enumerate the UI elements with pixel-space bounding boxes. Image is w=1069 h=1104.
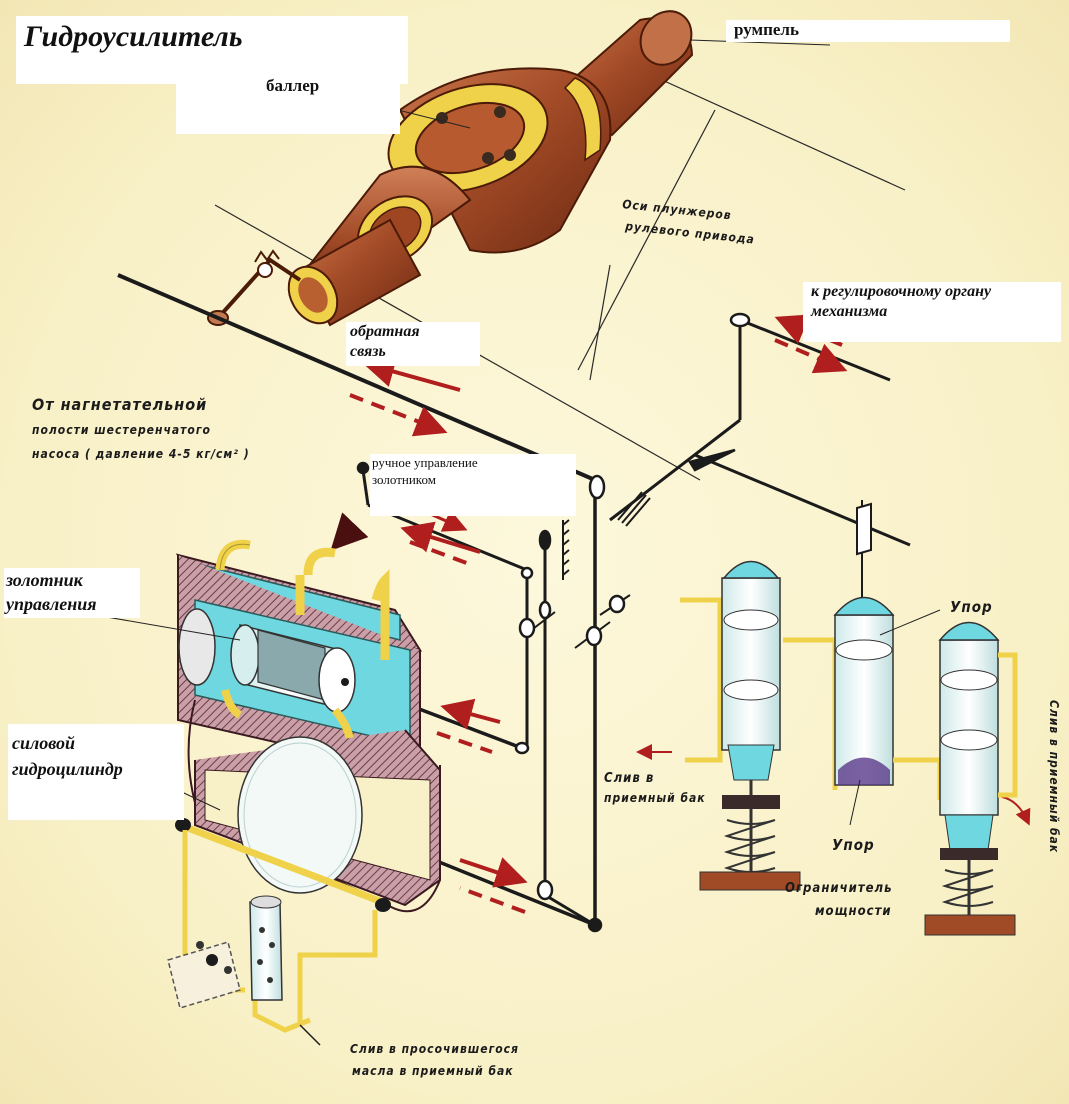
power-limiter-line2: мощности [815, 904, 892, 919]
power-cylinder-label-box: силовой гидроцилиндр [8, 724, 184, 820]
linkage-joints [356, 312, 751, 933]
power-limiter-line1: Ограничитель [785, 881, 893, 896]
pressure-source-line1: От нагнетательной [32, 395, 207, 414]
feedback-label-line2: связь [350, 343, 386, 360]
rudder-stock-label-box: баллер [176, 76, 400, 134]
pressure-arrow [330, 512, 369, 551]
manual-control-label-box: ручное управление золотником [370, 454, 576, 516]
regulator-label-box: к регулировочному органу механизма [803, 282, 1061, 342]
drain-bottom-line1: Слив в просочившегося [350, 1042, 519, 1056]
stop-top-label: Упор [950, 598, 993, 616]
manual-control-line1: ручное управление [372, 455, 478, 470]
power-limiter [680, 560, 1018, 936]
power-cylinder [175, 699, 441, 913]
fixed-supports [562, 491, 872, 580]
spool-label-box: золотник управления [4, 568, 140, 618]
tiller-label-box: румпель [726, 20, 1010, 42]
spool-label-line1: золотник [6, 570, 83, 590]
power-cylinder-line1: силовой [12, 733, 76, 753]
regulator-label-line1: к регулировочному органу [811, 283, 992, 300]
drain-right-label: Слив в приемный бак [1047, 700, 1061, 853]
spool-label-line2: управления [6, 594, 97, 614]
axes-label-line2: рулевого привода [624, 219, 756, 247]
manual-control-line2: золотником [372, 472, 436, 487]
feedback-label-line1: обратная [350, 323, 420, 340]
axes-label-line1: Оси плунжеров [622, 197, 733, 222]
regulator-label-line2: механизма [811, 303, 888, 320]
drain-assembly [167, 830, 378, 1046]
page-title: Гидроусилитель [16, 16, 408, 84]
stop-bottom-label: Упор [832, 836, 875, 854]
power-cylinder-line2: гидроцилиндр [12, 759, 123, 779]
drain-left-line2: приемный бак [604, 791, 706, 805]
handwritten-labels: Оси плунжеров рулевого привода От нагнет… [32, 197, 1061, 1078]
tiller-assembly [207, 10, 694, 327]
pressure-source-line3: насоса ( давление 4-5 кг/см² ) [32, 447, 250, 461]
drain-left-line1: Слив в [604, 771, 654, 786]
feedback-label-box: обратная связь [346, 322, 480, 366]
drain-bottom-line2: масла в приемный бак [352, 1064, 514, 1078]
pressure-source-line2: полости шестеренчатого [32, 423, 211, 437]
